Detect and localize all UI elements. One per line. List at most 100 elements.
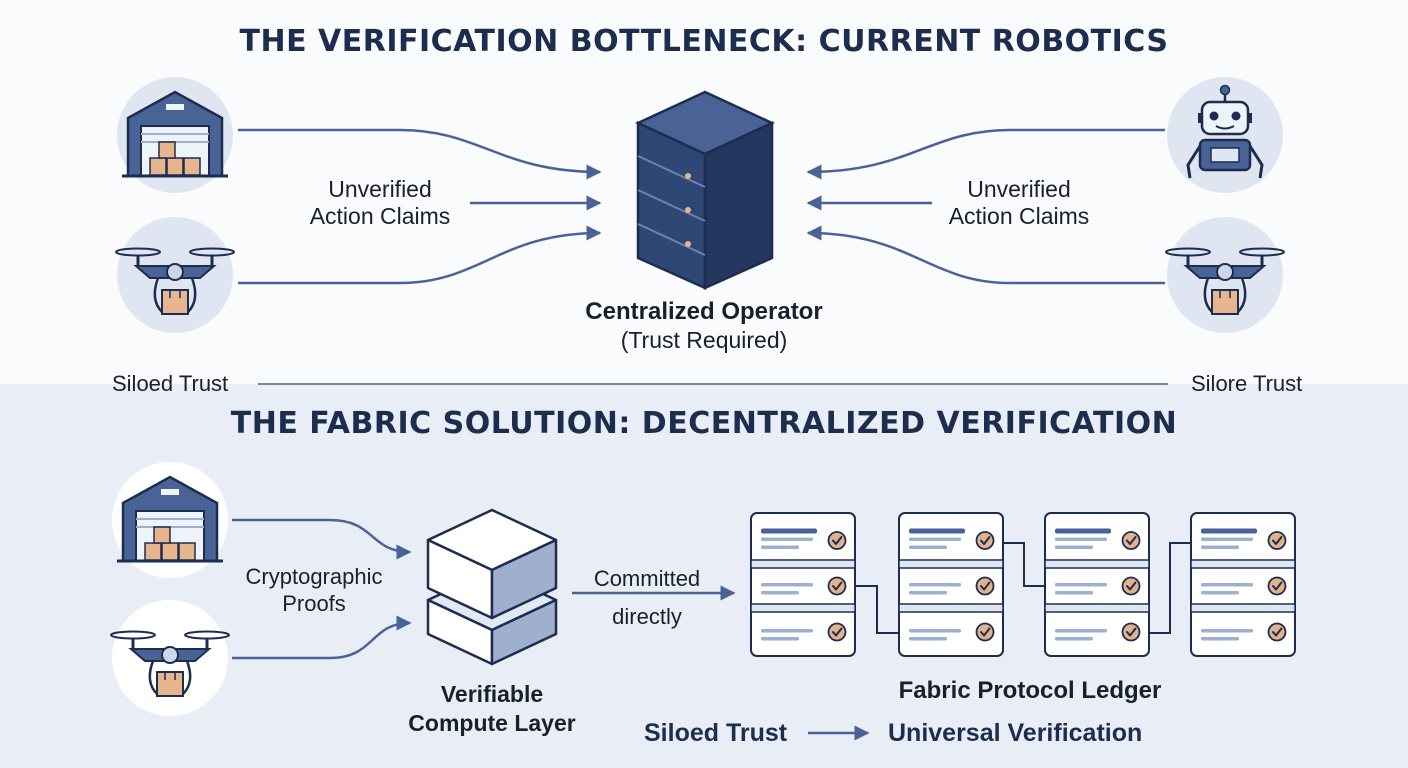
ledger-row-line	[761, 637, 799, 641]
check-icon	[1267, 531, 1287, 550]
ledger-row-line	[1055, 545, 1093, 549]
check-icon	[975, 531, 995, 550]
ledger-row-line	[1055, 537, 1107, 541]
ledger-row-line	[1201, 545, 1239, 549]
check-mark	[980, 627, 991, 637]
check-icon	[827, 622, 847, 642]
drone-icon	[110, 600, 230, 716]
footer-from-label: Siloed Trust	[644, 719, 788, 747]
check-icon	[1121, 576, 1141, 596]
bottom-title: THE FABRIC SOLUTION: DECENTRALIZED VERIF…	[230, 406, 1178, 441]
ledger-row-divider	[1044, 559, 1150, 569]
ledger-row-line	[1055, 591, 1093, 595]
check-icon	[1121, 622, 1141, 642]
check-icon	[975, 576, 995, 596]
right-claims-line-2: Action Claims	[948, 203, 1090, 229]
ledger-row-header	[761, 528, 817, 534]
ledger-label: Fabric Protocol Ledger	[898, 677, 1162, 704]
ledger-row-line	[761, 591, 799, 595]
ledger-row-divider	[1044, 603, 1150, 613]
operator-sub-label: (Trust Required)	[620, 327, 788, 353]
ledger-row-line	[1055, 583, 1107, 587]
ledger-row-line	[1201, 637, 1239, 641]
compute-label: Verifiable Compute Layer	[382, 680, 602, 738]
proofs-line-2: Proofs	[282, 591, 346, 616]
ledger-row-line	[761, 583, 813, 587]
left-claims-line-1: Unverified	[328, 176, 432, 202]
check-mark	[832, 627, 843, 637]
compute-line-1: Verifiable	[440, 681, 544, 707]
robot-icon	[1167, 77, 1283, 193]
warehouse-icon	[117, 77, 233, 193]
ledger-block-icon	[750, 512, 856, 657]
right-trust-label: Silore Trust	[1191, 371, 1303, 396]
check-mark	[1272, 581, 1283, 591]
ledger-block-icon	[1044, 512, 1150, 657]
check-icon	[1121, 531, 1141, 550]
ledger-row-line	[909, 545, 947, 549]
ledger-row-divider	[750, 603, 856, 613]
check-icon	[1267, 622, 1287, 642]
left-claim-arrows	[238, 128, 602, 285]
ledger-row-line	[909, 591, 947, 595]
check-mark	[1126, 627, 1137, 637]
ledger-block-icon	[898, 512, 1004, 657]
proofs-label: Cryptographic Proofs	[204, 563, 424, 617]
right-claims-line-1: Unverified	[967, 176, 1071, 202]
ledger-row-divider	[1190, 603, 1296, 613]
check-mark	[1272, 536, 1283, 545]
ledger-connector	[855, 585, 899, 634]
ledger-connector	[1003, 542, 1045, 587]
committed-label: Committed directly	[572, 560, 722, 636]
committed-line-2: directly	[612, 604, 682, 629]
check-mark	[832, 581, 843, 591]
ledger-row-divider	[1190, 559, 1296, 569]
server-icon	[635, 90, 775, 290]
ledger-row-divider	[898, 603, 1004, 613]
check-mark	[832, 536, 843, 545]
footer-to-label: Universal Verification	[888, 719, 1143, 747]
top-title: THE VERIFICATION BOTTLENECK: CURRENT ROB…	[239, 24, 1169, 59]
ledger-row-header	[909, 528, 965, 534]
right-claim-arrows	[806, 128, 1165, 285]
ledger-row-line	[761, 537, 813, 541]
ledger-row-line	[909, 537, 961, 541]
ledger-row-header	[1055, 528, 1111, 534]
ledger-row-line	[909, 629, 961, 633]
proofs-line-1: Cryptographic	[245, 564, 383, 589]
check-icon	[1267, 576, 1287, 596]
check-icon	[975, 622, 995, 642]
check-mark	[1272, 627, 1283, 637]
ledger-connector	[1149, 542, 1191, 634]
ledger-row-line	[1201, 537, 1253, 541]
check-mark	[980, 536, 991, 545]
ledger-chain	[750, 512, 1296, 657]
ledger-row-divider	[898, 559, 1004, 569]
check-mark	[980, 581, 991, 591]
fabric-solution-panel	[0, 384, 1408, 768]
left-trust-label: Siloed Trust	[112, 371, 229, 396]
ledger-block-icon	[1190, 512, 1296, 657]
check-icon	[827, 576, 847, 596]
compute-stack-icon	[426, 508, 558, 666]
ledger-row-line	[1055, 629, 1107, 633]
operator-label: Centralized Operator	[585, 298, 823, 325]
check-mark	[1126, 581, 1137, 591]
check-mark	[1126, 536, 1137, 545]
check-icon	[827, 531, 847, 550]
committed-line-1: Committed	[593, 566, 701, 591]
drone-icon	[115, 217, 235, 333]
ledger-row-line	[1201, 629, 1253, 633]
ledger-row-line	[1201, 591, 1239, 595]
warehouse-icon	[112, 462, 228, 578]
ledger-row-line	[1055, 637, 1093, 641]
ledger-row-line	[909, 637, 947, 641]
drone-icon	[1165, 217, 1285, 333]
ledger-row-header	[1201, 528, 1257, 534]
ledger-row-divider	[750, 559, 856, 569]
right-claims-label: Unverified Action Claims	[909, 176, 1129, 230]
left-claims-line-2: Action Claims	[309, 203, 451, 229]
proof-arrows	[232, 518, 412, 660]
ledger-row-line	[1201, 583, 1253, 587]
